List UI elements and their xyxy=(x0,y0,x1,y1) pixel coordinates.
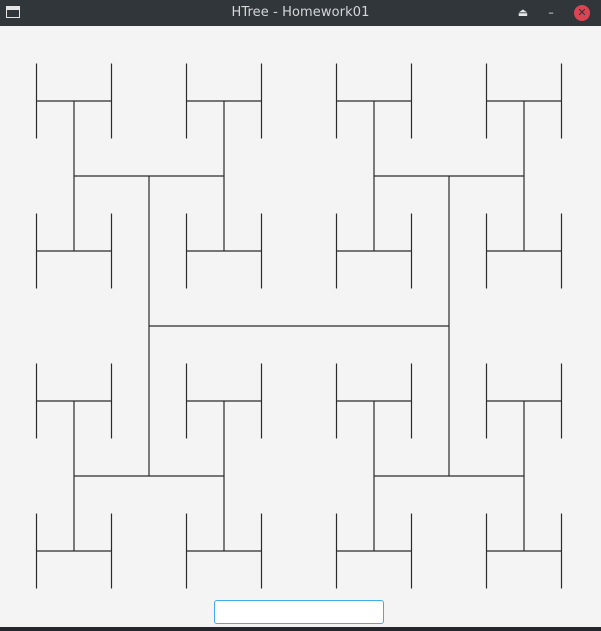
close-icon[interactable]: ✕ xyxy=(574,5,590,21)
order-input[interactable] xyxy=(214,600,384,624)
title-bar[interactable]: HTree - Homework01 ⏏ – ✕ xyxy=(0,0,601,26)
desktop-strip xyxy=(0,627,601,631)
keep-above-icon[interactable]: ⏏ xyxy=(517,6,529,19)
htree-canvas xyxy=(35,63,563,589)
window-icon[interactable] xyxy=(6,6,20,18)
window-title: HTree - Homework01 xyxy=(231,5,370,20)
minimize-icon[interactable]: – xyxy=(548,6,554,19)
drawing-pane xyxy=(0,26,601,627)
